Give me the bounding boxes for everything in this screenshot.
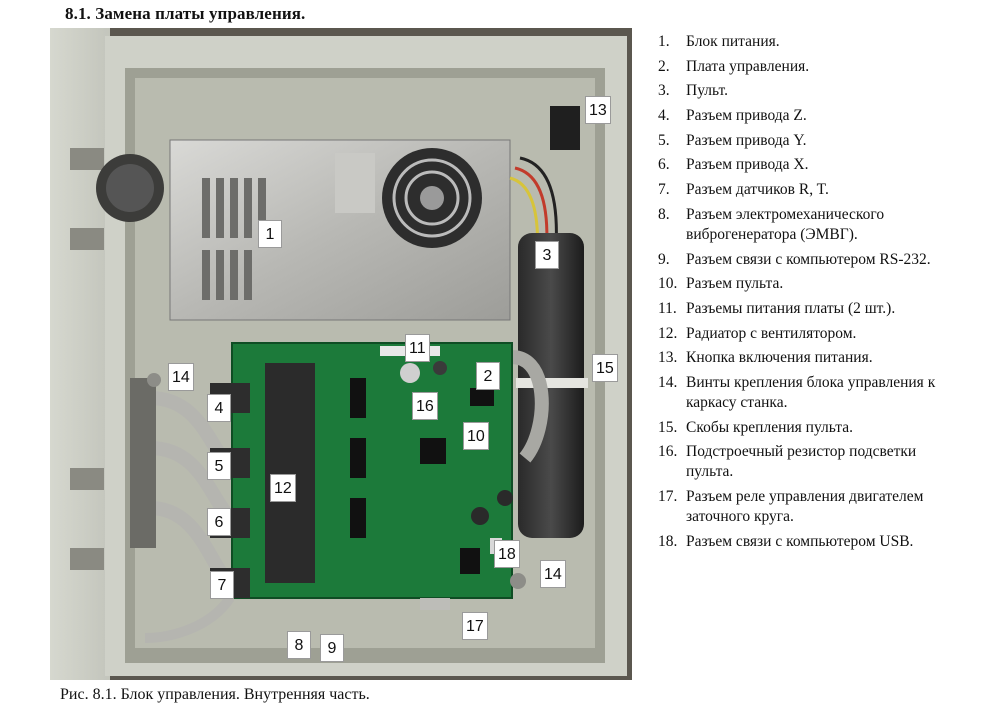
legend-item: 13. Кнопка включения питания. [658, 348, 958, 368]
legend-text: Разъем датчиков R, T. [686, 181, 829, 199]
legend-item: 11. Разъемы питания платы (2 шт.). [658, 299, 958, 319]
legend-item: 15. Скобы крепления пульта. [658, 418, 958, 438]
figure-caption: Рис. 8.1. Блок управления. Внутренняя ча… [60, 686, 370, 703]
legend-number: 10. [658, 275, 678, 293]
legend-item: 8. Разъем электромеханического виброгенер… [658, 205, 958, 245]
control-unit-photo: 1 2 3 4 5 6 7 8 9 10 11 12 13 14 14 15 1… [50, 28, 632, 680]
callout-4: 4 [207, 394, 231, 422]
legend-item: 7. Разъем датчиков R, T. [658, 180, 958, 200]
power-switch [550, 106, 580, 150]
legend-item: 4. Разъем привода Z. [658, 106, 958, 126]
component-legend: 1. Блок питания. 2. Плата управления. 3. Пу… [658, 32, 958, 556]
callout-8: 8 [287, 631, 311, 659]
legend-number: 18. [658, 532, 678, 550]
legend-text: Разъем привода X. [686, 156, 809, 174]
legend-number: 17. [658, 488, 678, 505]
legend-text: Блок питания. [686, 33, 780, 50]
callout-10: 10 [463, 422, 489, 450]
legend-number: 15. [658, 418, 678, 436]
legend-number: 6. [658, 156, 670, 174]
legend-item: 9. Разъем связи с компьютером RS-232. [658, 250, 958, 270]
callout-18: 18 [494, 540, 520, 568]
callout-13: 13 [585, 96, 611, 124]
callout-11: 11 [405, 334, 430, 362]
legend-item: 18. Разъем связи с компьютером USB. [658, 532, 958, 552]
legend-item: 16. Подстроечный резистор подсветки пульт… [658, 442, 958, 482]
legend-item: 6. Разъем привода X. [658, 155, 958, 175]
legend-text: Разъем связи с компьютером RS-232. [686, 250, 931, 268]
legend-item: 12. Радиатор с вентилятором. [658, 324, 958, 344]
legend-number: 16. [658, 443, 678, 461]
legend-item: 10. Разъем пульта. [658, 274, 958, 294]
legend-number: 7. [658, 181, 670, 199]
legend-text: Радиатор с вентилятором. [686, 324, 857, 342]
callout-15: 15 [592, 354, 618, 382]
legend-text: Разъем привода Y. [686, 131, 807, 149]
legend-item: 2. Плата управления. [658, 57, 958, 77]
legend-text: Разъем связи с компьютером USB. [686, 532, 914, 550]
legend-text: Пульт. [686, 82, 728, 100]
legend-text: Винты крепления блока управления к карка… [686, 373, 936, 411]
legend-number: 3. [658, 82, 670, 100]
legend-item: 14. Винты крепления блока управления к ка… [658, 373, 958, 413]
legend-item: 3. Пульт. [658, 81, 958, 101]
callout-6: 6 [207, 508, 231, 536]
legend-text: Разъем электромеханического виброгенерат… [686, 205, 885, 243]
legend-number: 11. [658, 299, 677, 317]
callout-17: 17 [462, 612, 488, 640]
control-unit-illustration [50, 28, 632, 680]
legend-item: 17. Разъем реле управления двигателем зат… [658, 487, 958, 527]
callout-12: 12 [270, 474, 296, 502]
legend-text: Разъем привода Z. [686, 107, 807, 125]
callout-9: 9 [320, 634, 344, 662]
legend-text: Скобы крепления пульта. [686, 418, 853, 436]
legend-number: 1. [658, 33, 670, 50]
legend-number: 13. [658, 349, 678, 367]
legend-item: 1. Блок питания. [658, 32, 958, 52]
legend-number: 9. [658, 250, 670, 268]
legend-number: 12. [658, 324, 678, 342]
legend-number: 14. [658, 373, 678, 391]
callout-14-left: 14 [168, 363, 194, 391]
callout-2: 2 [476, 362, 500, 390]
callout-1: 1 [258, 220, 282, 248]
callout-16: 16 [412, 392, 438, 420]
cabinet-door [50, 28, 110, 680]
callout-7: 7 [210, 571, 234, 599]
legend-text: Разъем пульта. [686, 275, 784, 293]
legend-number: 8. [658, 205, 670, 223]
legend-item: 5. Разъем привода Y. [658, 131, 958, 151]
section-title: 8.1. Замена платы управления. [65, 4, 306, 23]
legend-text: Разъемы питания платы (2 шт.). [686, 299, 896, 317]
callout-14-right: 14 [540, 560, 566, 588]
legend-text: Подстроечный резистор подсветки пульта. [686, 443, 917, 481]
legend-number: 5. [658, 131, 670, 149]
callout-5: 5 [207, 452, 231, 480]
legend-text: Кнопка включения питания. [686, 349, 873, 367]
legend-number: 4. [658, 107, 670, 125]
callout-3: 3 [535, 241, 559, 269]
legend-text: Плата управления. [686, 57, 810, 75]
legend-number: 2. [658, 57, 670, 75]
legend-text: Разъем реле управления двигателем заточн… [686, 488, 924, 525]
